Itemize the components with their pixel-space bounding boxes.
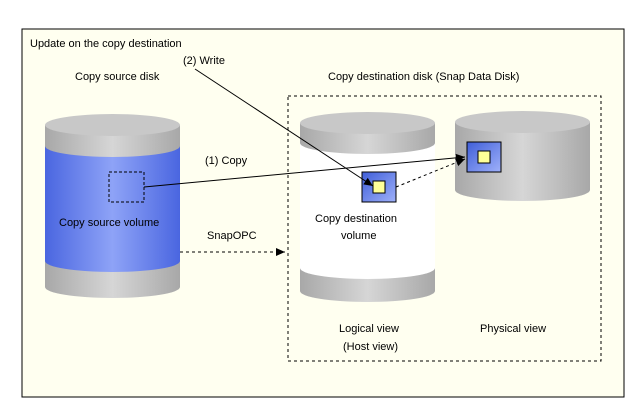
copy-destination-volume-label-2: volume: [341, 230, 376, 242]
copy-source-disk: [45, 114, 180, 298]
physical-destination-block: [466, 141, 502, 173]
copy-arrow: [143, 153, 466, 188]
mapping-arrow: [395, 158, 466, 188]
destination-group-border: [287, 95, 602, 362]
host-view-label: (Host view): [343, 341, 398, 353]
write-step-label: (2) Write: [183, 55, 225, 67]
copy-step-label: (1) Copy: [205, 155, 248, 167]
physical-view-label: Physical view: [480, 323, 546, 335]
copy-destination-disk-label: Copy destination disk (Snap Data Disk): [328, 71, 519, 83]
copy-destination-volume-label-1: Copy destination: [315, 213, 397, 225]
logical-destination-disk: [300, 112, 435, 302]
physical-destination-disk: [455, 111, 590, 201]
panel-title: Update on the copy destination: [30, 38, 182, 50]
snapopc-label: SnapOPC: [207, 230, 257, 242]
write-arrow: [194, 68, 374, 187]
copy-source-disk-label: Copy source disk: [75, 71, 160, 83]
logical-destination-block: [361, 171, 397, 203]
logical-view-label: Logical view: [339, 323, 399, 335]
copy-source-volume-label: Copy source volume: [59, 217, 159, 229]
